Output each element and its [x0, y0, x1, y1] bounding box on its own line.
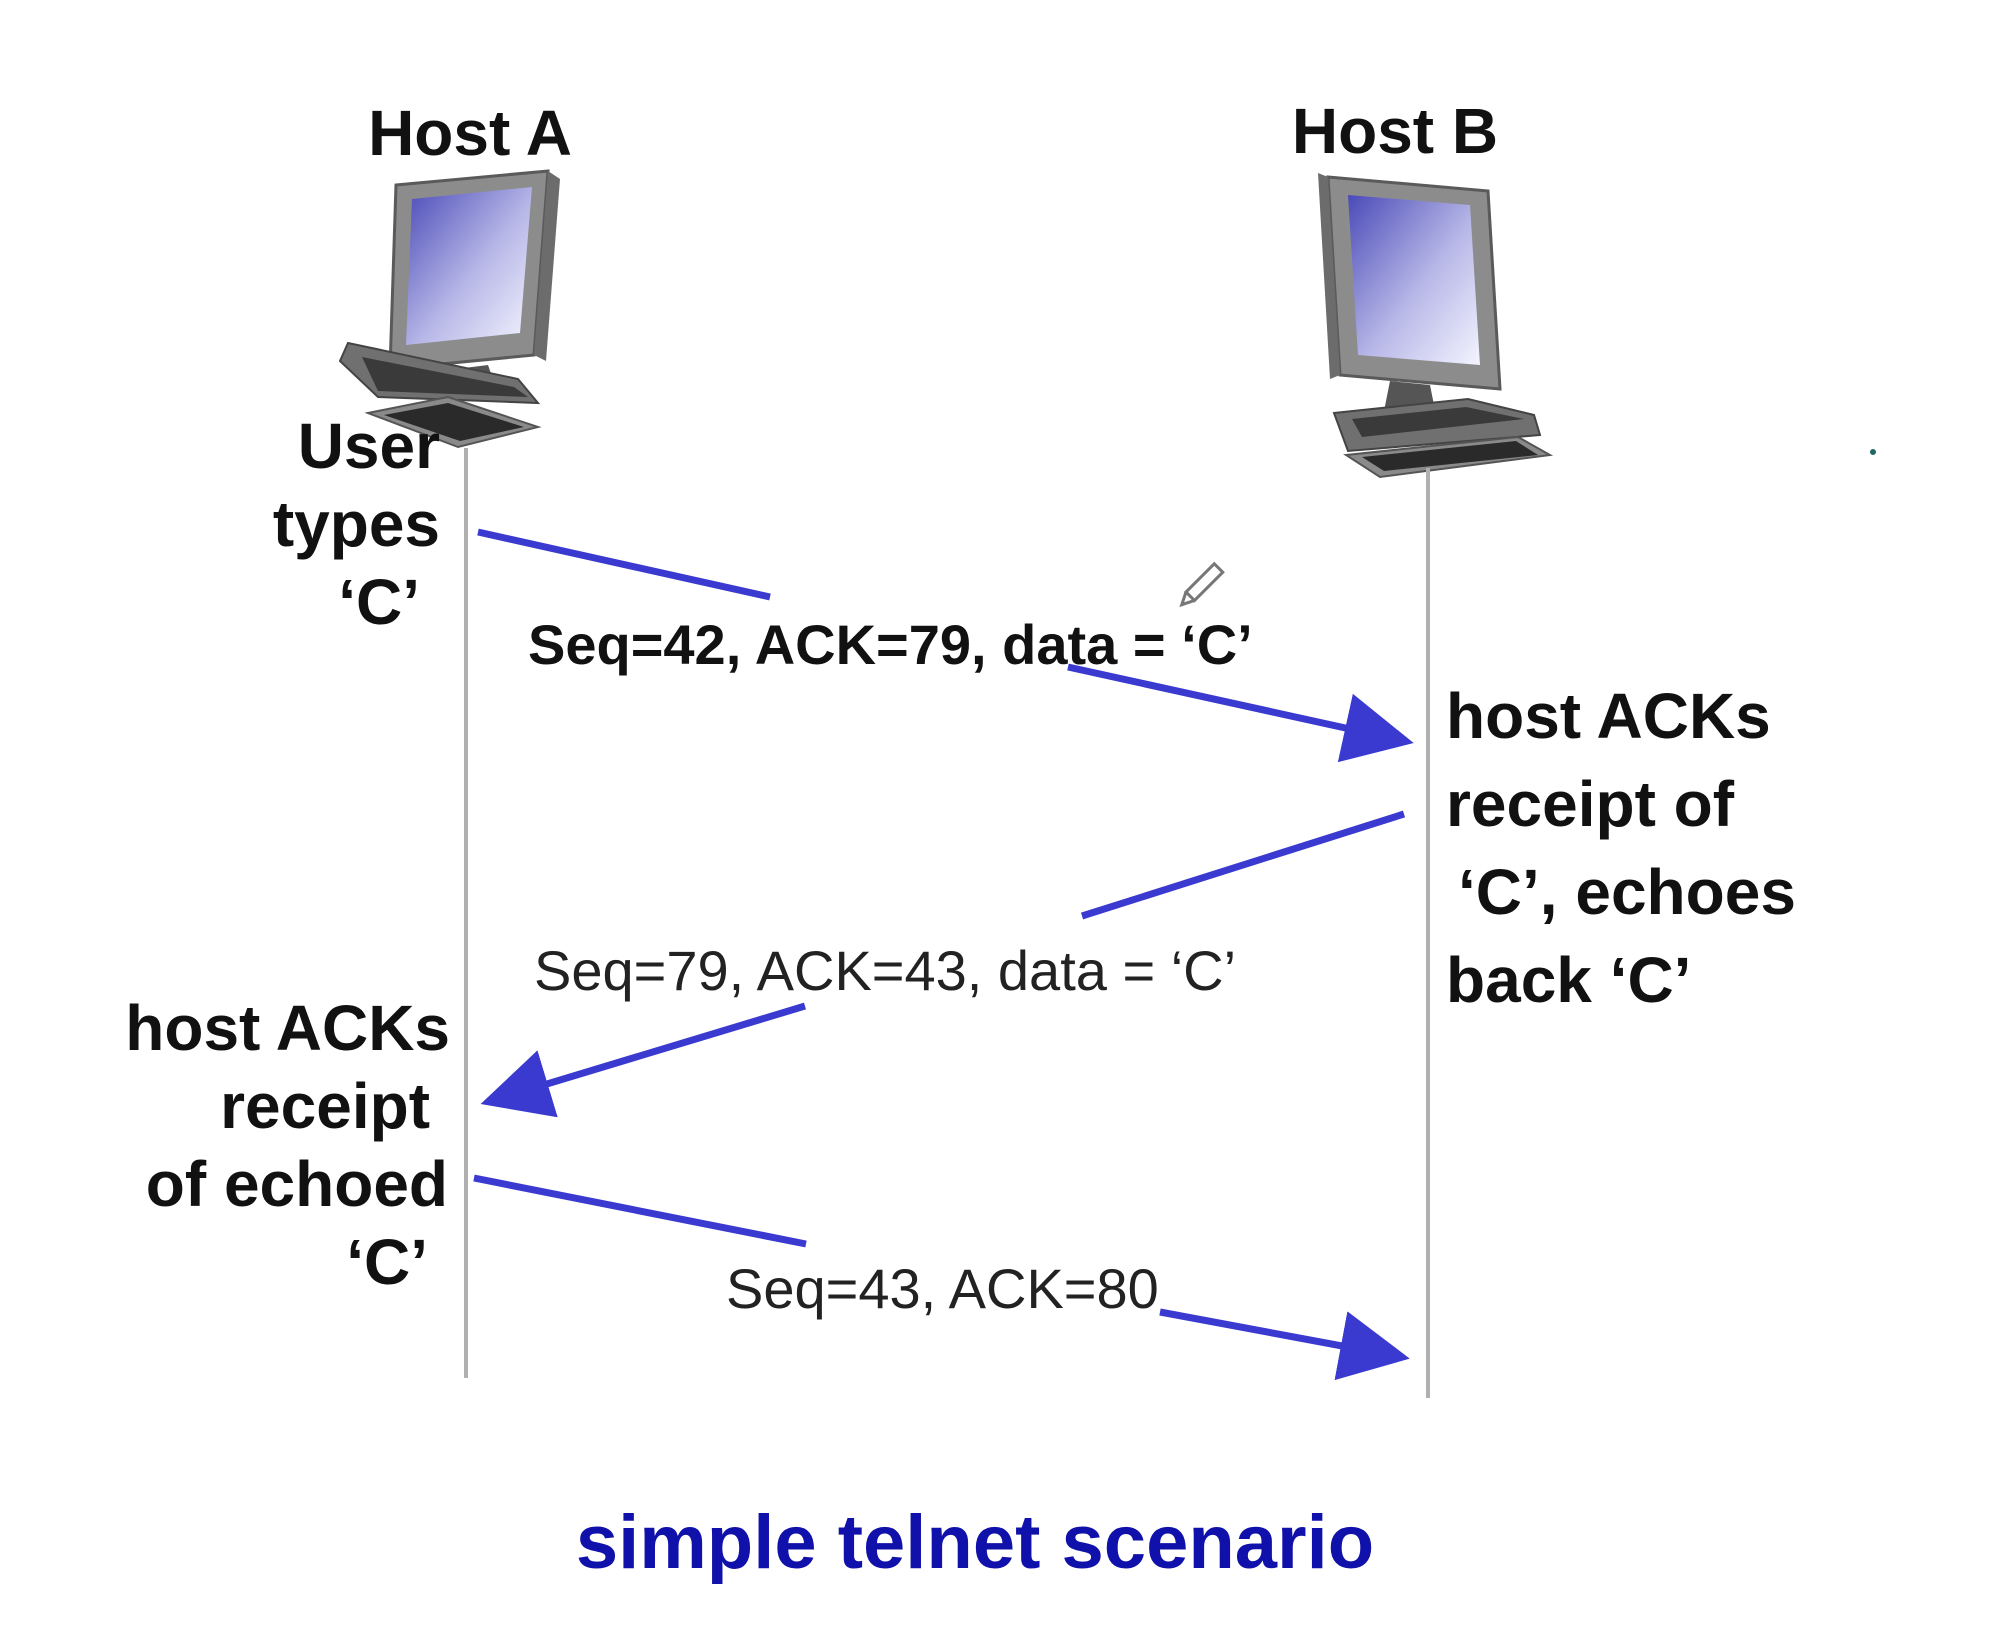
message-label: Seq=79, ACK=43, data = ‘C’: [534, 939, 1236, 1002]
message-arrow-segment: [473, 1174, 807, 1248]
user-types-note: User types ‘C’: [273, 410, 440, 638]
note-line: of echoed: [146, 1148, 448, 1220]
message-arrow: [480, 1002, 807, 1118]
message-label: Seq=42, ACK=79, data = ‘C’: [528, 613, 1253, 676]
message-label: Seq=43, ACK=80: [726, 1257, 1159, 1320]
message-arrow: [1067, 663, 1414, 763]
host-a-label: Host A: [368, 97, 572, 169]
note-line: back ‘C’: [1446, 944, 1691, 1016]
stray-dot: [1870, 449, 1876, 455]
note-line: User: [298, 410, 440, 482]
note-line: receipt: [220, 1070, 430, 1142]
message-1: Seq=42, ACK=79, data = ‘C’: [477, 528, 1414, 763]
host-a-ack-note: host ACKs receipt of echoed ‘C’: [125, 992, 450, 1298]
message-arrow-segment: [477, 528, 771, 601]
note-line: types: [273, 488, 440, 560]
message-2: Seq=79, ACK=43, data = ‘C’: [480, 810, 1406, 1118]
host-b-ack-note: host ACKs receipt of ‘C’, echoes back ‘C…: [1446, 680, 1796, 1016]
message-3: Seq=43, ACK=80: [473, 1174, 1410, 1381]
note-line: ‘C’: [346, 1226, 428, 1298]
message-arrow: [1159, 1308, 1410, 1381]
note-line: host ACKs: [125, 992, 450, 1064]
note-line: ‘C’: [338, 566, 420, 638]
pencil-cursor-icon: [1179, 561, 1225, 608]
desktop-computer-icon: [1318, 173, 1554, 479]
desktop-computer-icon: [338, 169, 560, 449]
message-arrow-segment: [1080, 810, 1406, 920]
note-line: ‘C’, echoes: [1458, 856, 1796, 928]
note-line: host ACKs: [1446, 680, 1771, 752]
note-line: receipt of: [1446, 768, 1735, 840]
host-b-label: Host B: [1292, 95, 1498, 167]
diagram-caption: simple telnet scenario: [576, 1500, 1374, 1585]
